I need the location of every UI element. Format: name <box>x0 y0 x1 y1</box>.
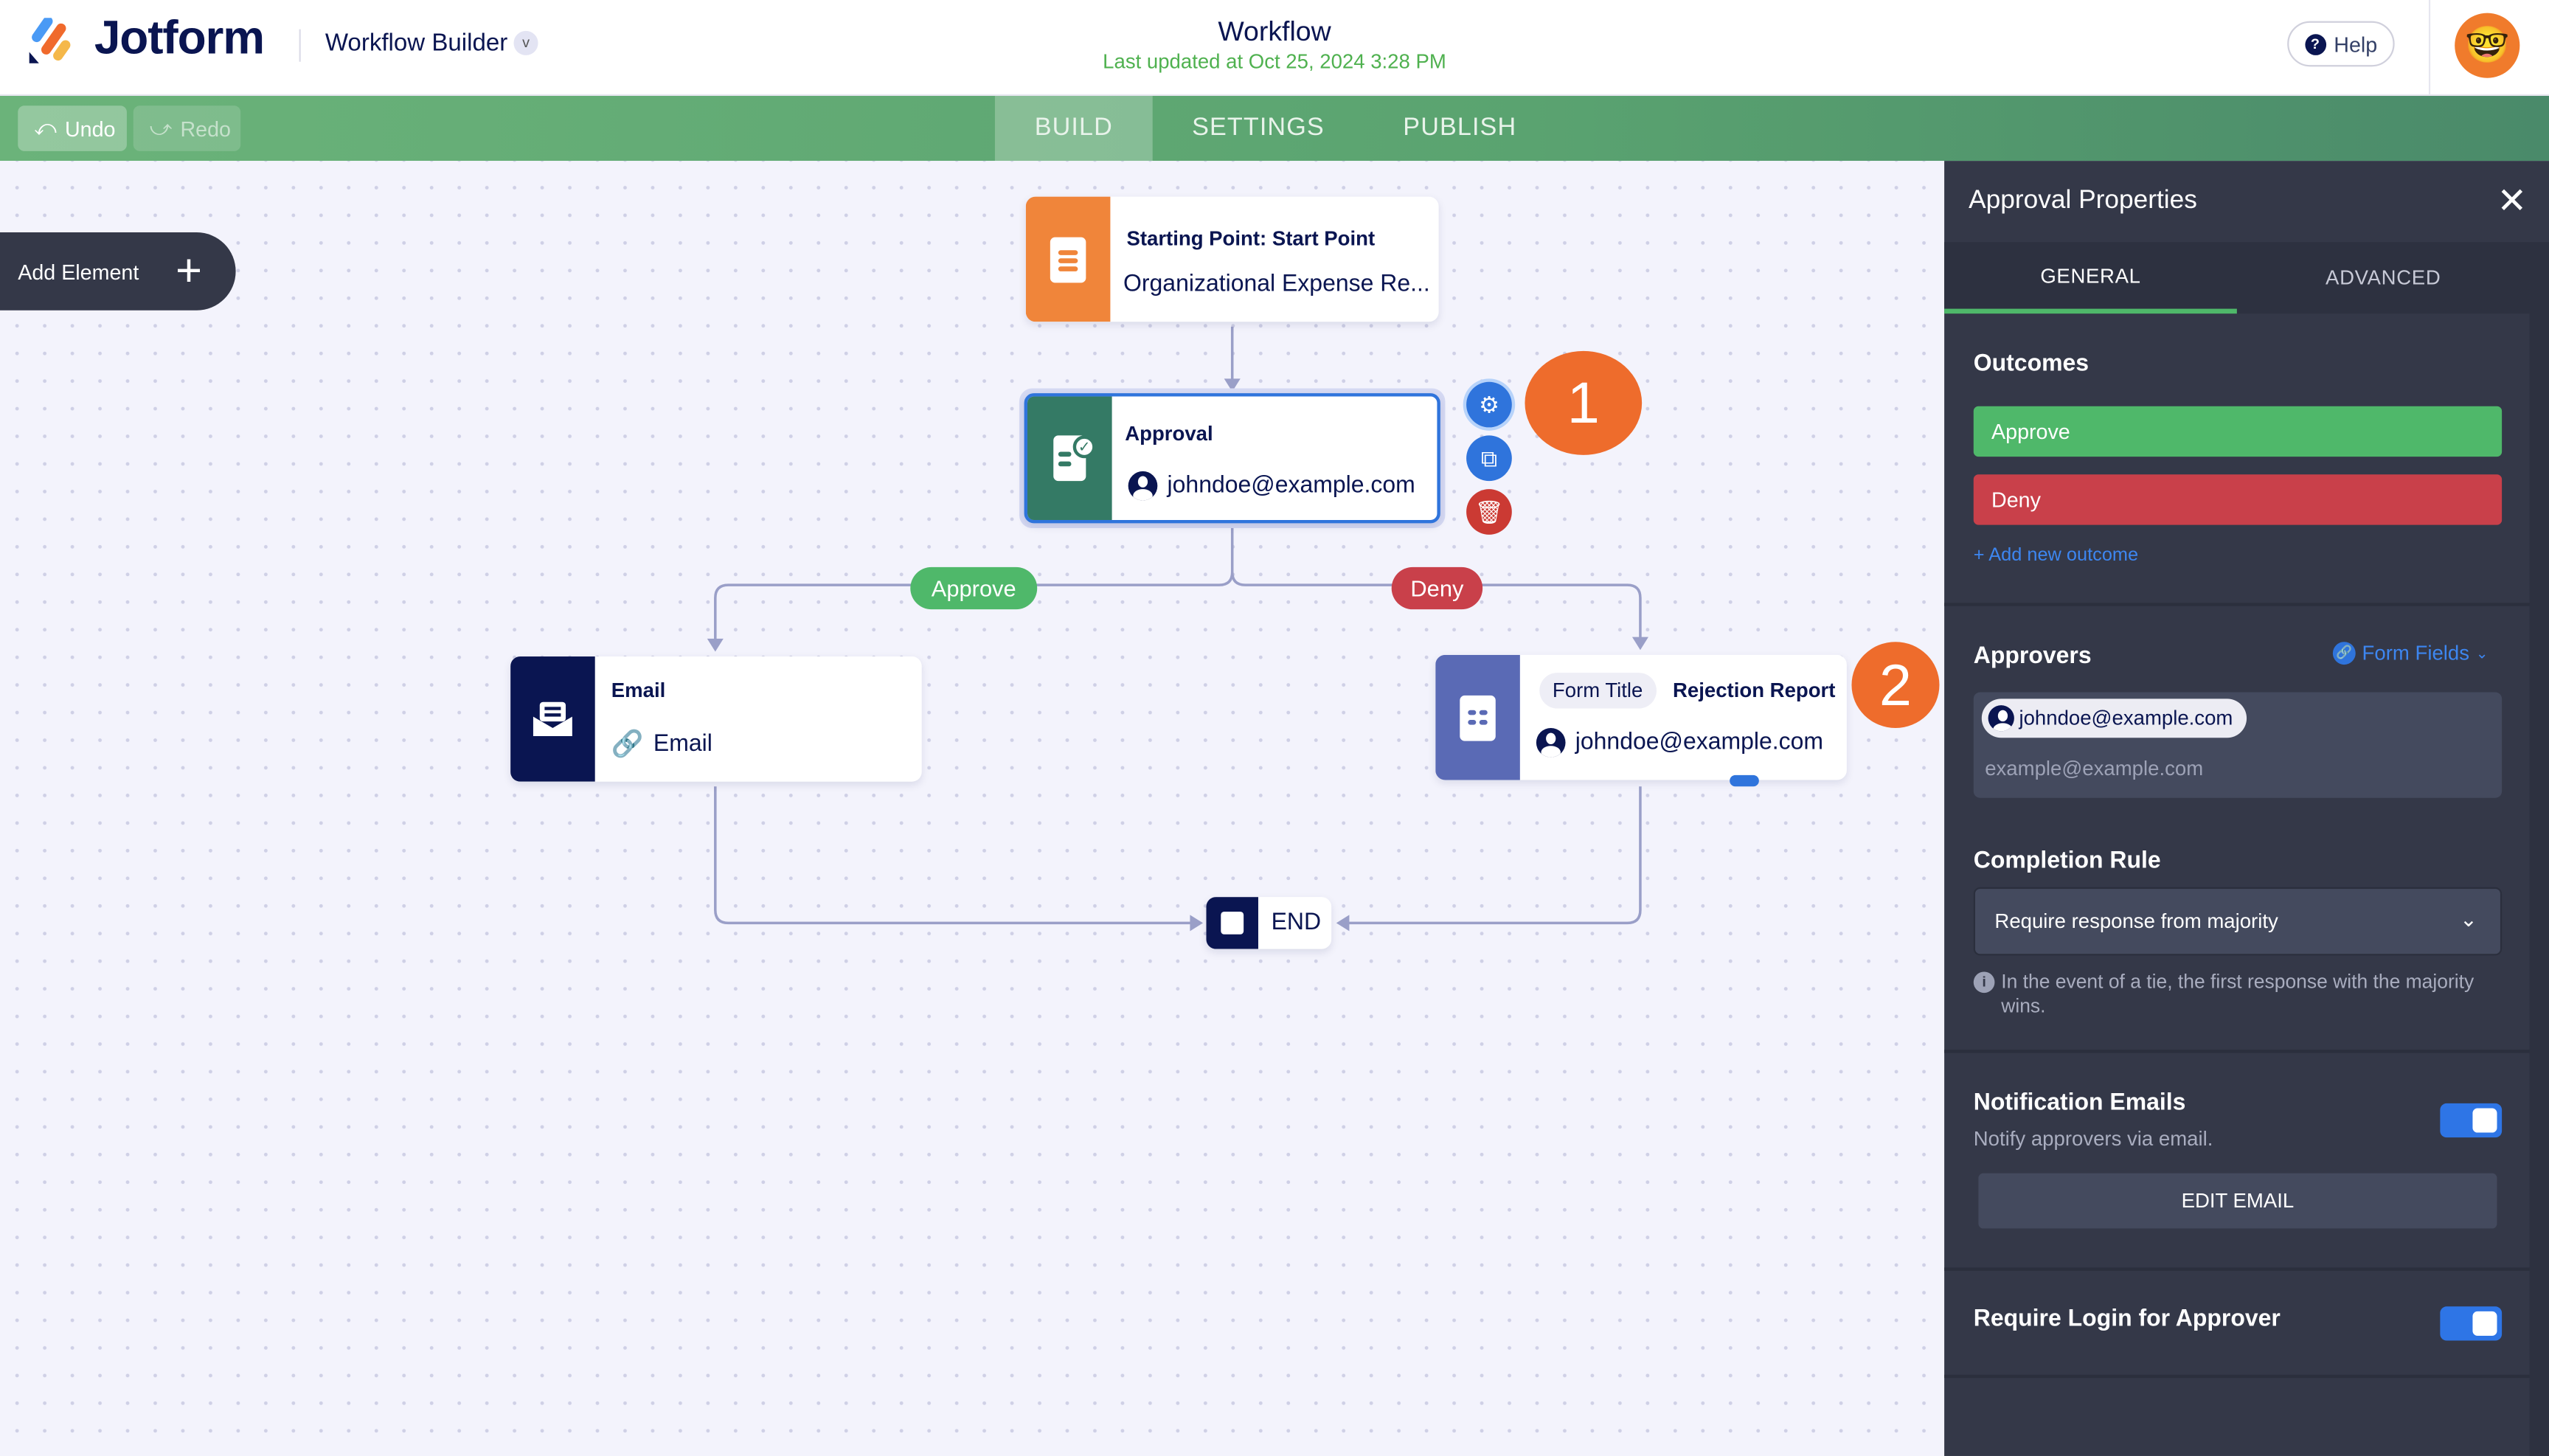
add-element-button[interactable]: Add Element+ <box>0 232 236 311</box>
approvers-heading: Approvers <box>1973 643 2092 670</box>
brand-logo[interactable]: Jotform <box>94 13 265 66</box>
notification-desc: Notify approvers via email. <box>1973 1127 2213 1151</box>
connect-handle[interactable] <box>1730 774 1759 787</box>
branch-approve[interactable]: Approve <box>910 566 1038 610</box>
question-icon: ? <box>2304 33 2326 55</box>
chevron-down-icon[interactable]: v <box>513 30 538 55</box>
redo-icon: ⤻ <box>149 115 173 140</box>
form-icon <box>1435 654 1520 780</box>
plus-icon: + <box>176 245 203 296</box>
node-form[interactable]: Form Title Rejection Report johndoe@exam… <box>1435 654 1847 780</box>
require-login-toggle[interactable] <box>2440 1306 2503 1341</box>
duplicate-icon[interactable]: ⧉ <box>1466 435 1512 482</box>
scrollbar[interactable] <box>2529 242 2549 1456</box>
panel-tabs: GENERAL ADVANCED <box>1944 242 2530 314</box>
stop-icon <box>1206 897 1258 949</box>
node-approval[interactable]: ✓ Approval johndoe@example.com <box>1024 393 1440 524</box>
approval-icon: ✓ <box>1027 396 1112 520</box>
undo-icon: ⤺ <box>34 115 57 140</box>
tab-publish[interactable]: PUBLISH <box>1403 114 1517 142</box>
trash-icon[interactable]: 🗑 <box>1466 489 1512 535</box>
form-fields-dropdown[interactable]: 🔗Form Fields⌄ <box>2332 642 2489 665</box>
node-assignee: johndoe@example.com <box>1575 729 1824 756</box>
tab-advanced[interactable]: ADVANCED <box>2326 266 2441 290</box>
jotform-logo-icon <box>29 18 71 63</box>
node-subtitle: Email <box>653 731 712 758</box>
help-button[interactable]: ?Help <box>2287 21 2395 67</box>
page-title: Workflow <box>1218 16 1331 47</box>
toolbar <box>0 95 2549 162</box>
step-badge-2: 2 <box>1851 642 1940 728</box>
tab-general[interactable]: GENERAL <box>1944 242 2237 314</box>
chevron-down-icon: ⌄ <box>2475 644 2489 661</box>
approver-chip[interactable]: johndoe@example.com <box>1981 698 2246 738</box>
step-badge-1: 1 <box>1525 350 1643 455</box>
user-icon <box>1988 705 2014 732</box>
divider <box>299 29 301 62</box>
close-icon[interactable]: ✕ <box>2497 180 2528 221</box>
node-subtitle: Organizational Expense Re... <box>1123 271 1430 298</box>
settings-gear-icon[interactable]: ⚙ <box>1466 381 1512 428</box>
approvers-input[interactable]: johndoe@example.com example@example.com <box>1973 692 2503 798</box>
chevron-down-icon: ⌄ <box>2460 906 2478 932</box>
node-assignee: johndoe@example.com <box>1167 473 1415 499</box>
top-bar <box>0 0 2549 96</box>
info-icon: i <box>1973 971 1995 994</box>
notification-heading: Notification Emails <box>1973 1090 2186 1117</box>
node-start-point[interactable]: Starting Point: Start Point Organization… <box>1025 196 1439 322</box>
notification-toggle[interactable] <box>2440 1103 2503 1138</box>
node-title: Email <box>611 679 666 702</box>
redo-button[interactable]: ⤻Redo <box>133 105 241 151</box>
divider <box>1944 1374 2530 1379</box>
completion-rule-select[interactable]: Require response from majority⌄ <box>1973 887 2503 956</box>
email-icon <box>510 656 595 782</box>
divider <box>1944 1267 2530 1271</box>
node-title: Rejection Report <box>1673 679 1836 702</box>
node-end[interactable]: END <box>1206 897 1332 949</box>
tab-settings[interactable]: SETTINGS <box>1192 114 1325 142</box>
last-updated: Last updated at Oct 25, 2024 3:28 PM <box>1103 50 1446 74</box>
avatar[interactable]: 🤓 <box>2455 13 2520 78</box>
approvers-placeholder: example@example.com <box>1985 757 2204 780</box>
node-title: Approval <box>1125 422 1213 446</box>
completion-rule-heading: Completion Rule <box>1973 848 2161 875</box>
edit-email-button[interactable]: EDIT EMAIL <box>1978 1173 2497 1229</box>
require-login-heading: Require Login for Approver <box>1973 1306 2281 1333</box>
branch-deny[interactable]: Deny <box>1391 566 1483 610</box>
undo-button[interactable]: ⤺Undo <box>18 105 127 151</box>
avatar-container <box>2428 0 2549 96</box>
node-title: Starting Point: Start Point <box>1126 227 1376 251</box>
tab-build[interactable]: BUILD <box>994 95 1153 162</box>
user-icon <box>1128 471 1158 501</box>
divider <box>1944 1050 2530 1053</box>
panel-title: Approval Properties <box>1969 187 2197 215</box>
link-icon: 🔗 <box>611 731 644 759</box>
properties-panel: Approval Properties ✕ GENERAL ADVANCED O… <box>1944 161 2549 1456</box>
app-switcher[interactable]: Workflow Builder <box>325 29 508 58</box>
link-icon: 🔗 <box>2332 642 2356 665</box>
user-icon <box>1536 727 1566 758</box>
outcome-deny[interactable]: Deny <box>1973 474 2503 525</box>
outcome-approve[interactable]: Approve <box>1973 406 2503 457</box>
form-icon <box>1025 196 1111 322</box>
form-title-tag: Form Title <box>1539 673 1657 709</box>
add-outcome-link[interactable]: + Add new outcome <box>1973 546 2139 566</box>
outcomes-heading: Outcomes <box>1973 350 2090 378</box>
divider <box>1944 603 2530 606</box>
node-email[interactable]: Email 🔗 Email <box>510 656 922 782</box>
